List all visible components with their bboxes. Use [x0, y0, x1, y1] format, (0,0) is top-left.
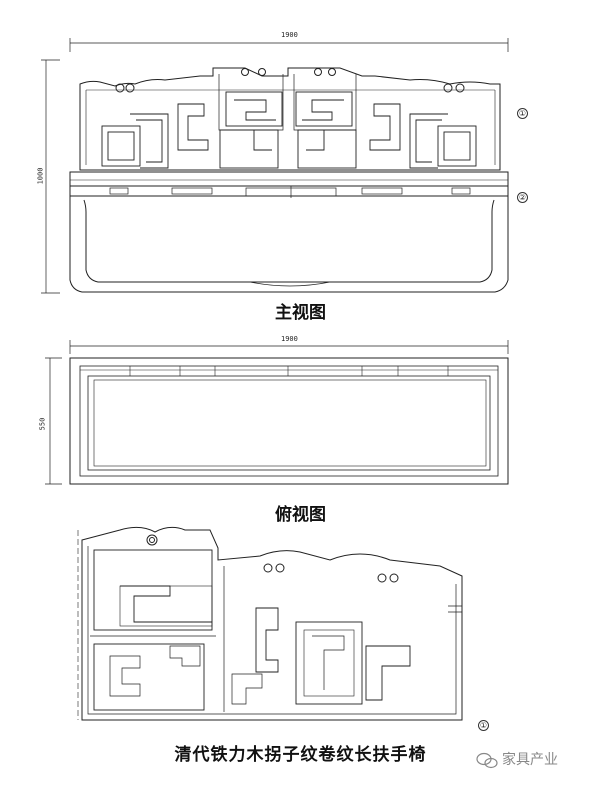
detail-outline — [81, 526, 463, 721]
wechat-icon-spacer — [476, 750, 498, 768]
front-width-dimension-line — [69, 38, 509, 52]
top-seat-panel — [87, 375, 491, 471]
front-width-dimension: 1900 — [281, 31, 298, 39]
front-view-caption: 主视图 — [275, 303, 326, 323]
watermark-text: 家具产业 — [502, 752, 558, 768]
top-back-rail-segments — [80, 366, 498, 376]
top-outer-frame — [69, 357, 509, 485]
drawing-title: 清代铁力木拐子纹卷纹长扶手椅 — [174, 745, 427, 765]
front-height-dimension: 1000 — [36, 167, 45, 185]
top-width-dimension-line — [69, 340, 509, 354]
back-top-rail — [79, 67, 501, 171]
detail-part-mark: ① — [478, 720, 489, 731]
top-depth-dimension-line — [45, 357, 62, 485]
top-width-dimension: 1900 — [281, 335, 298, 343]
base-frame — [69, 195, 509, 293]
top-view-caption: 俯视图 — [275, 505, 326, 525]
seat-rail — [69, 171, 509, 198]
top-depth-dimension: 550 — [38, 417, 47, 431]
part-mark-2: ② — [517, 192, 528, 203]
top-seat-inner-panel — [93, 379, 487, 467]
watermark: 家具产业 — [476, 748, 596, 770]
detail-fret-pattern — [93, 549, 411, 711]
front-view — [41, 38, 509, 294]
detail-view — [77, 526, 463, 721]
wechat-icon — [476, 752, 498, 769]
part-mark-1: ① — [517, 108, 528, 119]
front-fret-panels — [101, 91, 477, 169]
top-seat-frame — [79, 365, 499, 477]
front-height-dimension-line — [41, 59, 60, 294]
top-view — [45, 340, 509, 485]
